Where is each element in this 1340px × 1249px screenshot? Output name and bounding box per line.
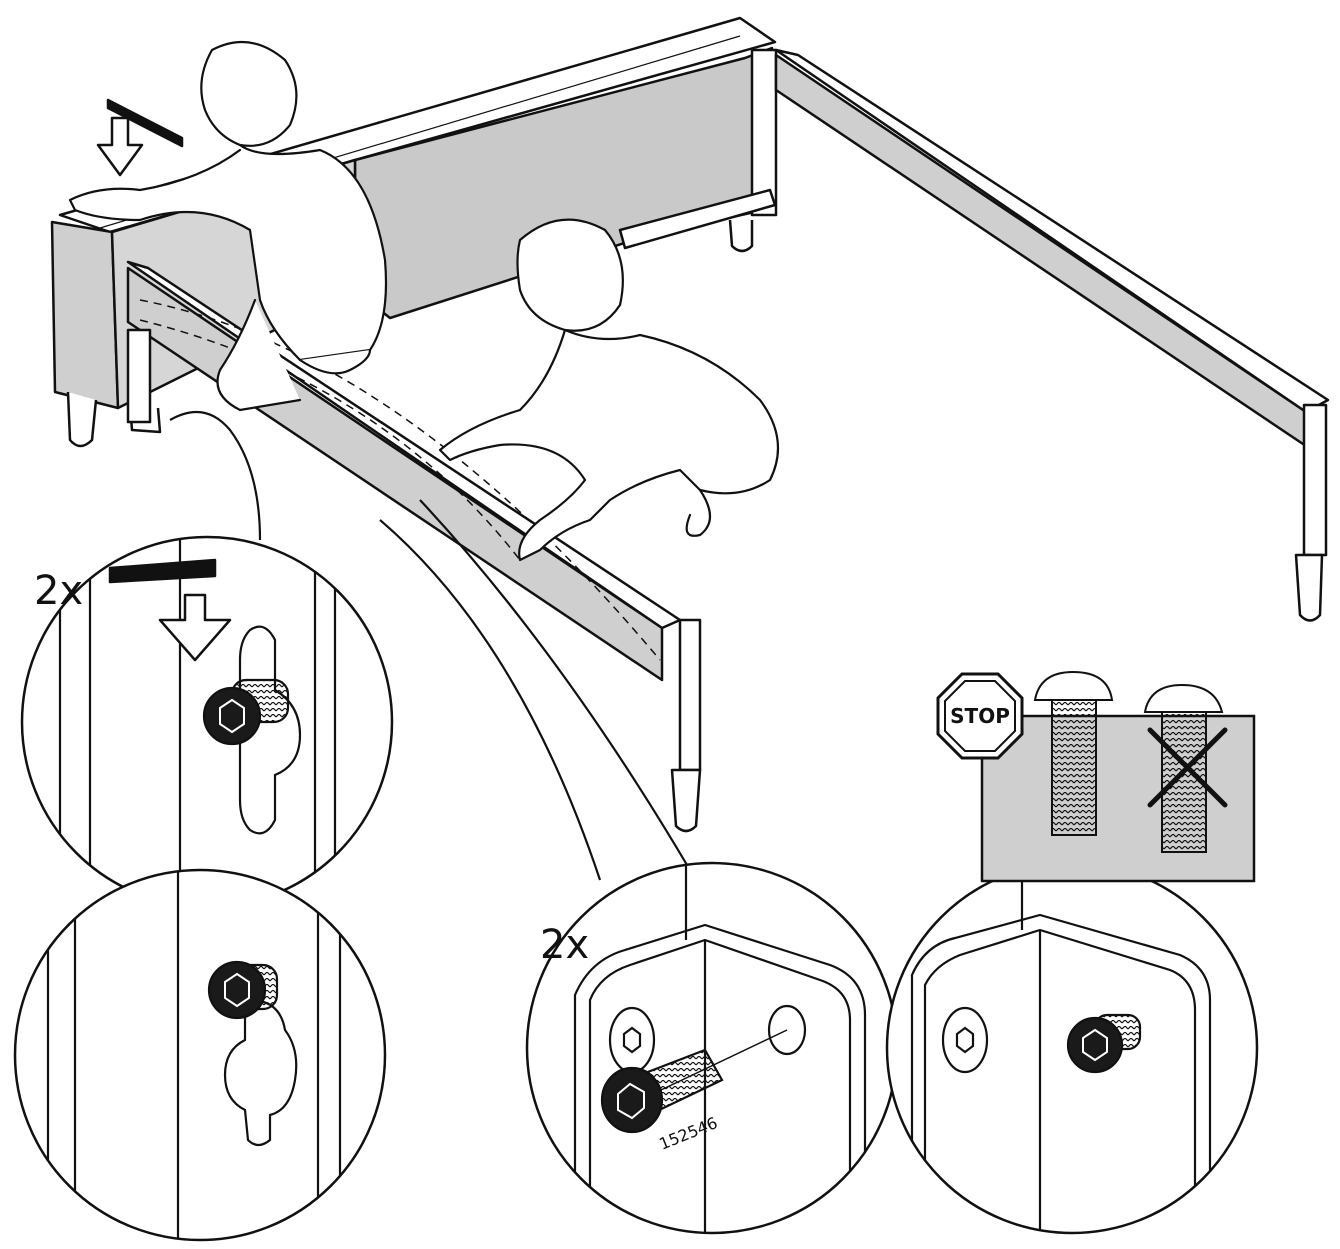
back-corner-bracket — [750, 48, 778, 217]
left-end-post — [50, 220, 120, 410]
right-side-rail — [774, 48, 1330, 414]
detail-circle-screw-installed — [885, 861, 1259, 1235]
stop-warning-panel: STOP — [936, 670, 1256, 883]
right-rail-leg — [1294, 553, 1324, 622]
left-leg-front — [66, 391, 98, 448]
push-down-arrow — [96, 98, 184, 177]
front-rail-leg — [670, 768, 702, 833]
person-woman — [68, 40, 388, 412]
stop-sign-label: STOP — [950, 704, 1010, 728]
detail-circle-bolt-locked — [13, 868, 387, 1242]
correct-screw-depth — [1033, 670, 1114, 836]
detail-circle-insert-bolt — [20, 535, 394, 909]
quantity-label-top: 2x — [34, 568, 83, 614]
wrong-cross-icon — [1147, 727, 1228, 808]
quantity-label-bottom: 2x — [540, 922, 589, 968]
right-rail-bracket — [1302, 403, 1328, 557]
incorrect-screw-depth — [1143, 683, 1224, 853]
front-rail-bracket — [678, 618, 702, 772]
back-right-leg — [728, 219, 754, 253]
person-man — [438, 218, 780, 562]
detail-callout-lines — [169, 410, 691, 881]
stop-sign-icon: STOP — [936, 672, 1024, 760]
detail-circle-bracket-screw: 152546 — [525, 861, 899, 1235]
